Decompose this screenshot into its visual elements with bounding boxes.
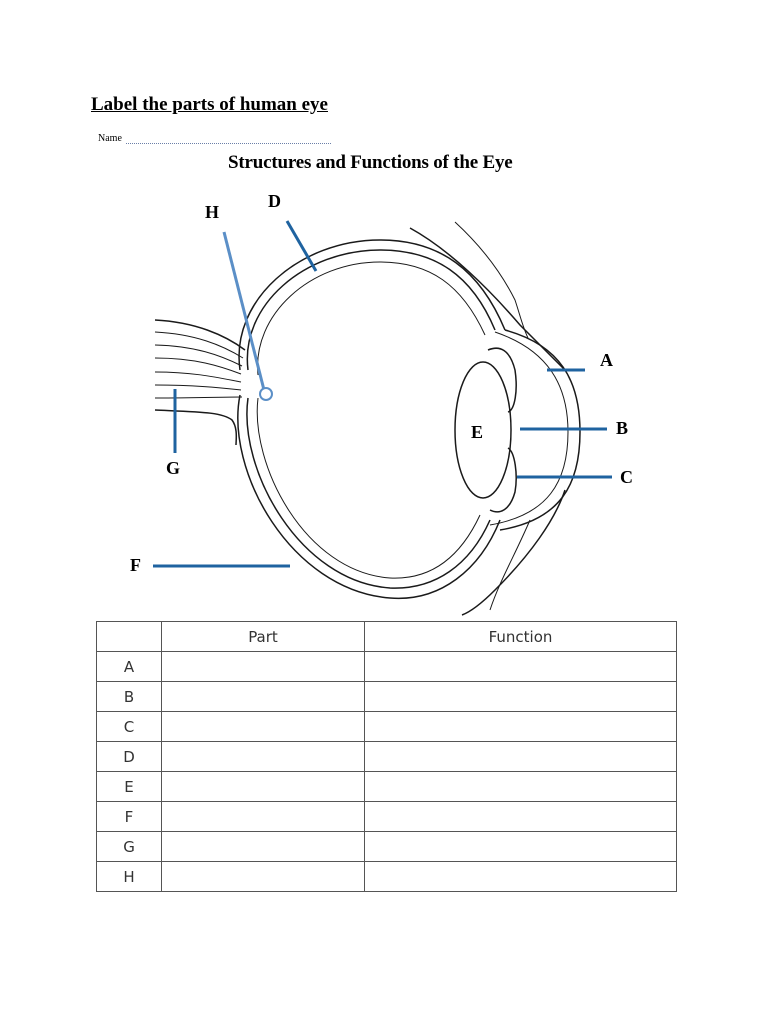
optic-nerve (154, 319, 246, 446)
table-row: B (96, 681, 677, 712)
table-row: F (96, 801, 677, 832)
row-letter: H (96, 861, 162, 892)
pointer-d (285, 220, 318, 272)
function-cell[interactable] (364, 831, 677, 862)
header-function: Function (364, 621, 677, 652)
name-field[interactable]: Name (98, 133, 331, 144)
part-cell[interactable] (161, 801, 365, 832)
function-cell[interactable] (364, 801, 677, 832)
row-letter: F (96, 801, 162, 832)
parts-table: Part Function A B C D E (96, 621, 677, 892)
function-cell[interactable] (364, 711, 677, 742)
label-g: G (166, 458, 180, 478)
header-letter (96, 621, 162, 652)
part-cell[interactable] (161, 771, 365, 802)
row-letter: D (96, 741, 162, 772)
table-header-row: Part Function (96, 621, 677, 652)
lens-shape (454, 361, 512, 499)
label-d: D (268, 191, 281, 211)
function-cell[interactable] (364, 741, 677, 772)
label-b: B (616, 418, 628, 438)
row-letter: G (96, 831, 162, 862)
table-row: H (96, 861, 677, 892)
table-row: D (96, 741, 677, 772)
label-h: H (205, 202, 219, 222)
part-cell[interactable] (161, 861, 365, 892)
part-cell[interactable] (161, 681, 365, 712)
table-row: A (96, 651, 677, 682)
eye-diagram: H D A B C E G F (130, 191, 633, 616)
diagram-title: Structures and Functions of the Eye (228, 152, 513, 173)
function-cell[interactable] (364, 681, 677, 712)
header-part: Part (161, 621, 365, 652)
eyelids (409, 221, 566, 616)
function-cell[interactable] (364, 771, 677, 802)
row-letter: A (96, 651, 162, 682)
table-row: E (96, 771, 677, 802)
iris-upper (487, 347, 517, 413)
label-f: F (130, 555, 141, 575)
label-c: C (620, 467, 633, 487)
label-e: E (471, 422, 483, 442)
row-letter: E (96, 771, 162, 802)
function-cell[interactable] (364, 861, 677, 892)
row-letter: B (96, 681, 162, 712)
part-cell[interactable] (161, 831, 365, 862)
iris-lower (489, 447, 517, 513)
pointer-h-dot (259, 387, 273, 401)
label-a: A (600, 350, 613, 370)
table-row: C (96, 711, 677, 742)
pointer-h (222, 231, 266, 391)
row-letter: C (96, 711, 162, 742)
function-cell[interactable] (364, 651, 677, 682)
table-row: G (96, 831, 677, 862)
cornea-shape (499, 329, 581, 531)
eyeball (237, 239, 506, 600)
name-line[interactable] (125, 142, 331, 144)
name-label: Name (98, 133, 122, 144)
part-cell[interactable] (161, 651, 365, 682)
part-cell[interactable] (161, 711, 365, 742)
part-cell[interactable] (161, 741, 365, 772)
page-title: Label the parts of human eye (91, 94, 328, 115)
